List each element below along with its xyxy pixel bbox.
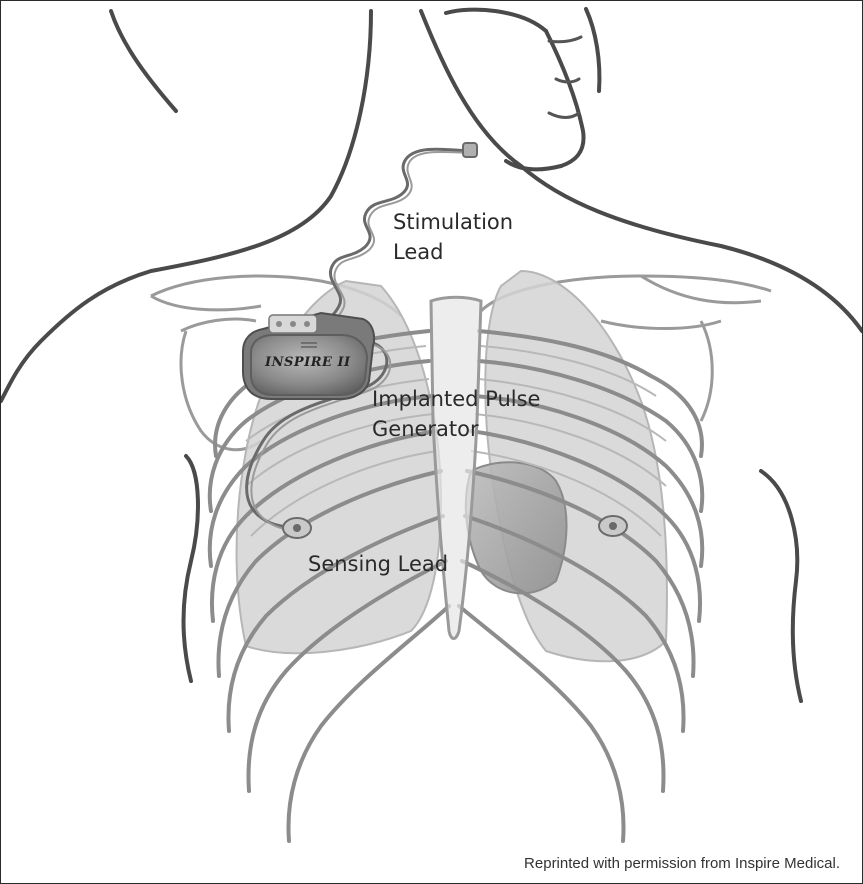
stimulation-cuff	[463, 143, 477, 157]
sensing-lead-label: Sensing Lead	[308, 549, 448, 579]
sensing-electrode	[283, 518, 311, 538]
pulse-generator-label-line-2: Generator	[372, 414, 540, 444]
sternum	[431, 297, 481, 638]
device-brand: INSPIRE II	[265, 353, 351, 371]
stimulation-lead-label: Stimulation Lead	[393, 207, 513, 267]
stimulation-lead-label-line-2: Lead	[393, 237, 513, 267]
credit-line: Reprinted with permission from Inspire M…	[524, 855, 840, 872]
left-sensor-marker	[599, 516, 627, 536]
pulse-generator-label-line-1: Implanted Pulse	[372, 384, 540, 414]
stimulation-lead-label-line-1: Stimulation	[393, 207, 513, 237]
device-brand-text: INSPIRE II	[265, 355, 351, 370]
pulse-generator-label: Implanted Pulse Generator	[372, 384, 540, 444]
